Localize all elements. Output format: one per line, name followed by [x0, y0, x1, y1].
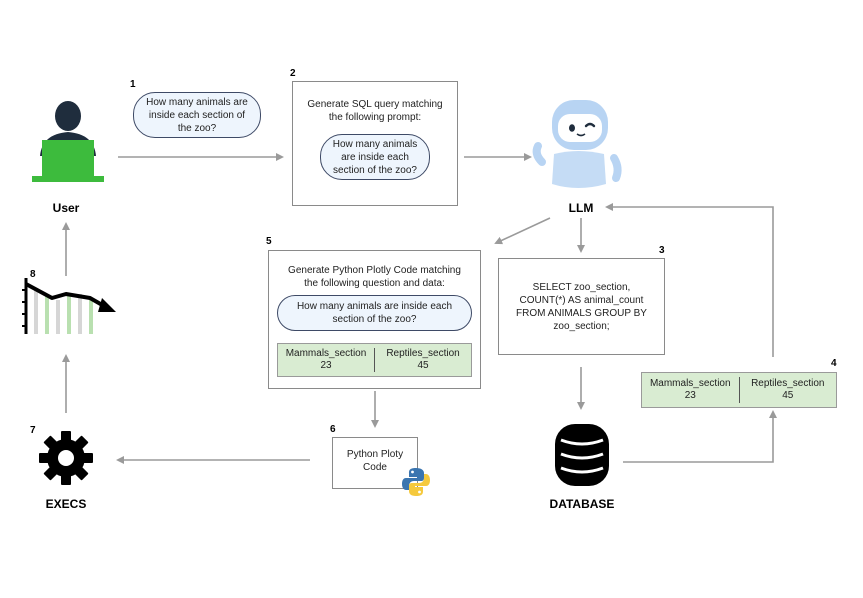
column-name: Mammals_section [285, 348, 367, 359]
sql-query-box: SELECT zoo_section, COUNT(*) AS animal_c… [498, 258, 665, 355]
gear-icon [39, 431, 93, 485]
python-code-label: Python Ploty Code [346, 449, 404, 473]
plotly-data-column-reptiles: Reptiles_section 45 [375, 344, 471, 376]
column-value: 23 [684, 390, 696, 401]
plotly-prompt-data-table: Mammals_section 23 Reptiles_section 45 [277, 343, 472, 377]
database-icon [555, 424, 609, 486]
step-number-7: 7 [30, 425, 36, 436]
arrow-llm-to-plotly-prompt [494, 217, 551, 245]
query-result-table: Mammals_section 23 Reptiles_section 45 [641, 372, 837, 408]
column-name: Mammals_section [649, 378, 731, 389]
database-label: DATABASE [549, 497, 615, 511]
sql-prompt-box: Generate SQL query matching the followin… [292, 81, 458, 206]
execs-label: EXECS [45, 497, 87, 511]
plotly-prompt-instruction: Generate Python Plotly Code matching the… [288, 265, 461, 289]
bar-chart-trend-icon [22, 278, 116, 334]
column-divider [374, 348, 375, 372]
column-value: 23 [320, 360, 332, 371]
plotly-prompt-question: How many animals are inside each section… [277, 295, 472, 331]
step-number-8: 8 [30, 269, 36, 280]
column-divider [738, 377, 740, 403]
column-value: 45 [782, 390, 794, 401]
result-column-mammals: Mammals_section 23 [642, 373, 739, 407]
llm-label: LLM [568, 201, 594, 215]
step-number-1: 1 [130, 79, 136, 90]
user-question-bubble: How many animals are inside each section… [133, 92, 261, 138]
arrow-database-to-result [623, 410, 777, 463]
column-value: 45 [417, 360, 429, 371]
step-number-6: 6 [330, 424, 336, 435]
column-name: Reptiles_section [386, 348, 460, 359]
sql-prompt-question: How many animals are inside each section… [320, 134, 430, 180]
user-label: User [52, 201, 80, 215]
column-name: Reptiles_section [751, 378, 825, 389]
step-number-3: 3 [659, 245, 665, 256]
sql-query-text: SELECT zoo_section, COUNT(*) AS animal_c… [516, 281, 647, 332]
arrow-result-to-llm [605, 203, 774, 357]
step-number-2: 2 [290, 68, 296, 79]
robot-icon [532, 100, 622, 188]
user-laptop-icon [32, 101, 104, 182]
plotly-data-column-mammals: Mammals_section 23 [278, 344, 374, 376]
sql-prompt-instruction: Generate SQL query matching the followin… [307, 99, 443, 123]
result-column-reptiles: Reptiles_section 45 [740, 373, 837, 407]
step-number-4: 4 [831, 358, 837, 369]
python-logo-icon [402, 468, 430, 496]
step-number-5: 5 [266, 236, 272, 247]
